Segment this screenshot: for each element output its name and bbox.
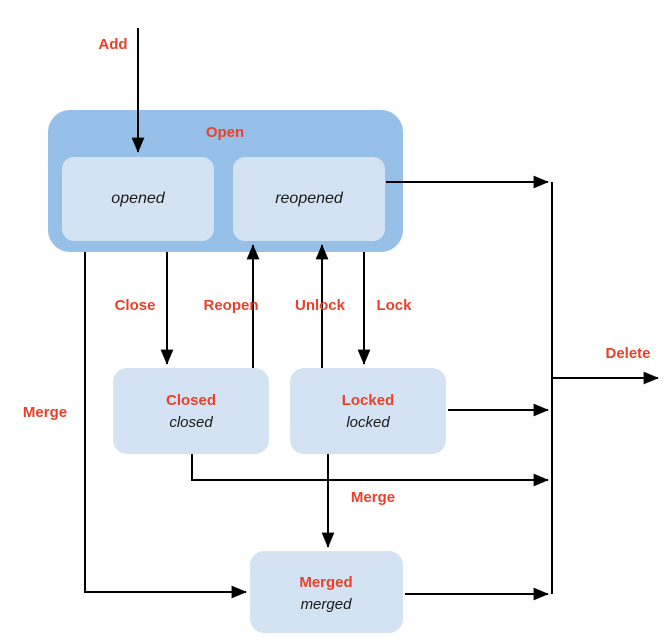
state-value-reopened: reopened [275, 190, 344, 207]
state-value-closed: closed [169, 414, 213, 431]
edge-label-lock: Lock [376, 297, 412, 314]
edge-label-merge-from-locked: Merge [351, 489, 395, 506]
edge-delete-from-closed [191, 454, 549, 487]
state-box-opened[interactable] [62, 157, 214, 241]
edge-label-reopen: Reopen [203, 297, 258, 314]
state-box-merged[interactable] [250, 551, 403, 633]
state-value-opened: opened [111, 190, 165, 207]
group-title-open-group: Open [206, 124, 244, 141]
state-box-closed[interactable] [113, 368, 269, 454]
transition-edges [84, 28, 659, 601]
edge-label-close: Close [115, 297, 156, 314]
state-value-locked: locked [346, 414, 390, 431]
state-name-merged: Merged [299, 574, 352, 591]
edge-label-unlock: Unlock [295, 297, 346, 314]
edge-label-delete-out: Delete [605, 345, 650, 362]
state-value-merged: merged [301, 596, 353, 613]
edge-label-add: Add [98, 36, 127, 53]
edge-label-merge-from-open: Merge [23, 404, 67, 421]
edge-merge-from-open [84, 252, 247, 599]
state-name-locked: Locked [342, 392, 395, 409]
state-name-closed: Closed [166, 392, 216, 409]
state-box-locked[interactable] [290, 368, 446, 454]
state-box-reopened[interactable] [233, 157, 385, 241]
